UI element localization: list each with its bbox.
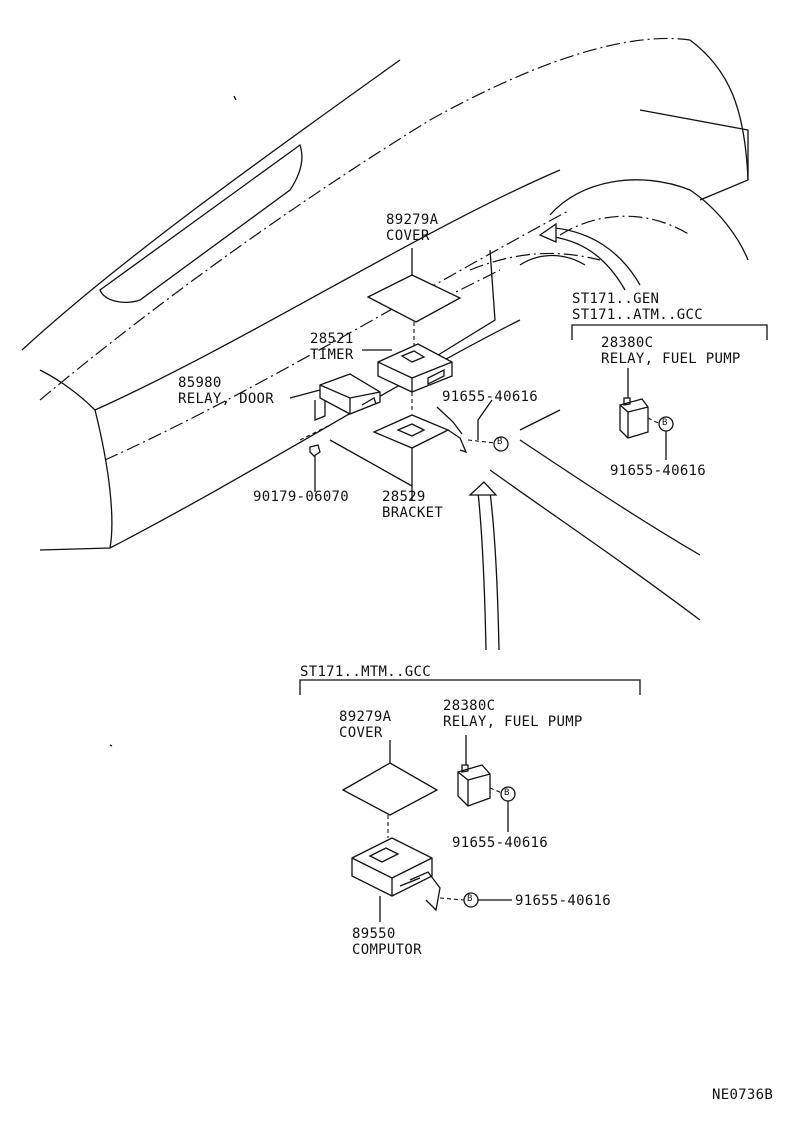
mtm-relay-bolt-part-no: 91655-40616 <box>452 835 549 851</box>
top-cover-name: COVER <box>386 228 430 244</box>
vehicle-body-outline <box>21 37 749 621</box>
arrow-to-variant-gen <box>519 222 641 291</box>
variant-mtm-title: ST171..MTM..GCC <box>300 664 431 680</box>
timer-unit <box>362 343 453 412</box>
top-bolt-marker: B <box>497 437 503 447</box>
diagram-code: NE0736B <box>712 1087 774 1103</box>
screw-part-no: 90179-06070 <box>253 489 350 505</box>
fuel-pump-relay-mtm <box>457 735 516 832</box>
gen-bolt-marker: B <box>662 418 668 428</box>
computer-name: COMPUTOR <box>352 942 422 958</box>
stray-mark <box>109 744 113 747</box>
relay-door-name: RELAY, DOOR <box>178 391 275 407</box>
mtm-cover-part-no: 89279A <box>339 709 392 725</box>
stray-mark <box>233 95 237 101</box>
relay-door-part-no: 85980 <box>178 375 222 391</box>
leader-lines <box>314 399 493 500</box>
screw <box>309 444 321 488</box>
bracket-part-no: 28529 <box>382 489 426 505</box>
computer-unit <box>351 837 512 922</box>
mtm-cover-name: COVER <box>339 725 383 741</box>
cover-top <box>366 248 462 346</box>
mtm-relay-name: RELAY, FUEL PUMP <box>443 714 583 730</box>
bracket <box>329 406 468 487</box>
variant-gen-line2: ST171..ATM..GCC <box>572 307 703 323</box>
top-bolt-symbol <box>467 436 509 452</box>
mtm-relay-part-no: 28380C <box>443 698 496 714</box>
gen-relay-name: RELAY, FUEL PUMP <box>601 351 741 367</box>
bracket-name: BRACKET <box>382 505 444 521</box>
top-bolt-part-no: 91655-40616 <box>442 389 539 405</box>
variant-gen-line1: ST171..GEN <box>572 291 660 307</box>
timer-name: TIMER <box>310 347 354 363</box>
mtm-relay-bolt-marker: B <box>504 788 510 798</box>
mtm-computer-bolt-marker: B <box>467 894 473 904</box>
arrow-to-variant-mtm <box>468 481 500 651</box>
computer-part-no: 89550 <box>352 926 396 942</box>
cover-mtm <box>341 740 439 838</box>
variant-mtm-bracket <box>299 679 641 695</box>
gen-bolt-part-no: 91655-40616 <box>610 463 707 479</box>
variant-gen-bracket <box>571 324 768 340</box>
relay-door <box>289 373 381 441</box>
timer-part-no: 28521 <box>310 331 354 347</box>
fuel-pump-relay-gen <box>619 368 674 460</box>
mtm-computer-bolt-part-no: 91655-40616 <box>515 893 612 909</box>
top-cover-part-no: 89279A <box>386 212 439 228</box>
gen-relay-part-no: 28380C <box>601 335 654 351</box>
